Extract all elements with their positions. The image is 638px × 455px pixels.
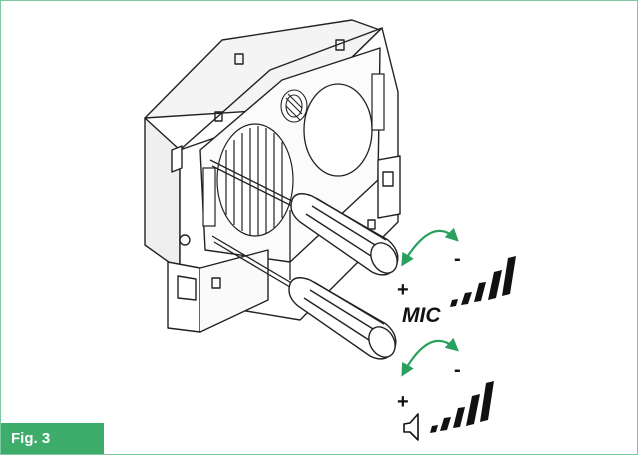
mic-minus-sign: - [454, 248, 461, 270]
upper-screwdriver-icon [290, 193, 399, 276]
mic-adjustment-arrow-icon [401, 227, 459, 267]
screwdriver-shafts [209, 159, 301, 294]
speaker-minus-sign: - [454, 359, 461, 381]
speaker-grille-icon [216, 123, 294, 237]
round-window-icon [303, 83, 373, 177]
figure-label: Fig. 3 [1, 423, 104, 454]
speaker-adjustment-arrow-icon [401, 337, 459, 377]
mic-label: MIC [402, 304, 441, 327]
lower-screwdriver-icon [288, 277, 397, 360]
speaker-plus-sign: + [397, 391, 409, 413]
side-slot [202, 73, 385, 227]
speaker-level-bars-icon [430, 381, 494, 433]
mic-plus-sign: + [397, 279, 409, 301]
mic-level-bars-icon [450, 256, 516, 307]
microphone-icon [280, 89, 308, 123]
speaker-icon [403, 413, 419, 441]
